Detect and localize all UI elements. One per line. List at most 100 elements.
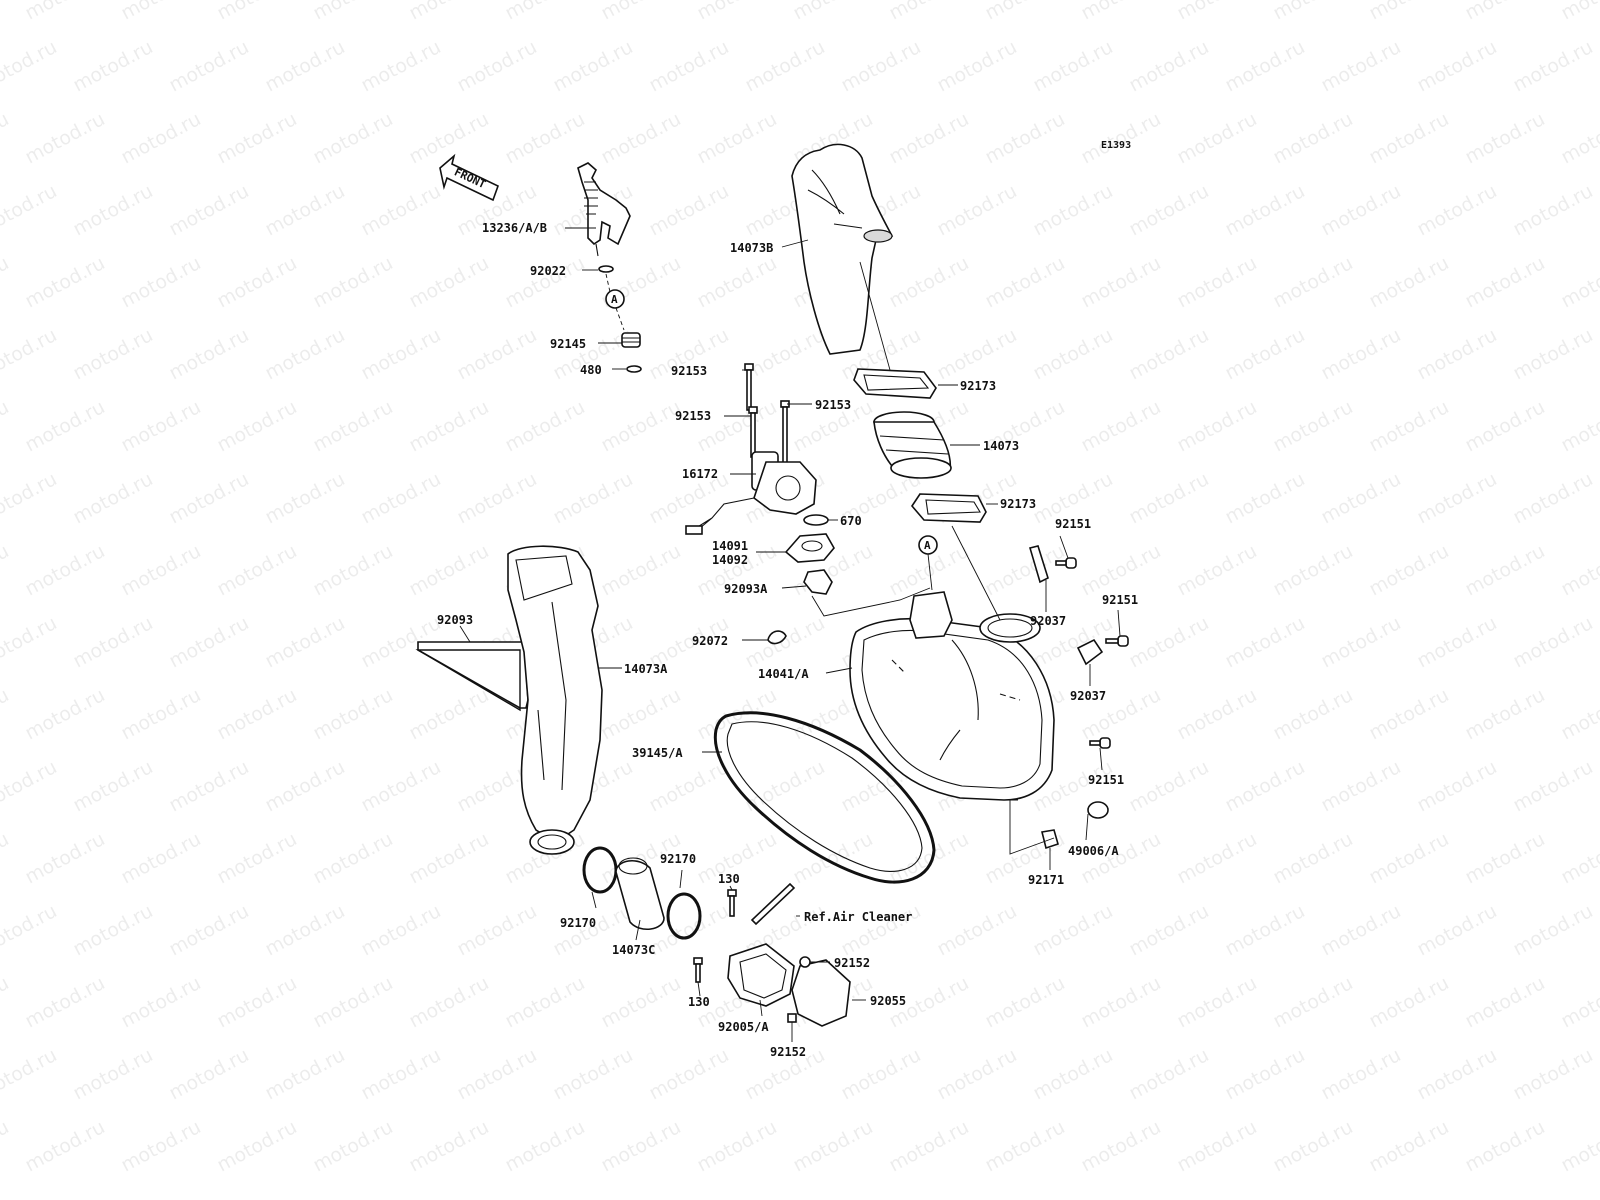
watermark-text: motod.ru — [1509, 36, 1596, 96]
watermark-text: motod.ru — [69, 324, 156, 384]
watermark-text: motod.ru — [1269, 1116, 1356, 1176]
watermark-text: motod.ru — [0, 756, 61, 816]
watermark-text: motod.ru — [1365, 0, 1452, 24]
watermark-text: motod.ru — [21, 108, 108, 168]
watermark-text: motod.ru — [1173, 540, 1260, 600]
watermark-text: motod.ru — [981, 0, 1068, 24]
watermark-text: motod.ru — [1461, 252, 1548, 312]
part-labels: 13236/A/B 92022 92145 480 14073B 92173 1… — [437, 221, 1138, 1059]
watermark-text: motod.ru — [1221, 468, 1308, 528]
label-92022: 92022 — [530, 264, 566, 278]
watermark-text: motod.ru — [885, 828, 972, 888]
watermark-text: motod.ru — [741, 36, 828, 96]
watermark-text: motod.ru — [693, 396, 780, 456]
watermark-text: motod.ru — [0, 468, 61, 528]
watermark-text: motod.ru — [693, 252, 780, 312]
label-670: 670 — [840, 514, 862, 528]
watermark-text: motod.ru — [933, 324, 1020, 384]
watermark-text: motod.ru — [1317, 612, 1404, 672]
watermark-text: motod.ru — [981, 972, 1068, 1032]
watermark-text: motod.ru — [453, 324, 540, 384]
label-92005: 92005/A — [718, 1020, 769, 1034]
label-92037-lower: 92037 — [1070, 689, 1106, 703]
label-14073b: 14073B — [730, 241, 773, 255]
watermark-text: motod.ru — [213, 828, 300, 888]
watermark-text: motod.ru — [1077, 108, 1164, 168]
watermark-text: motod.ru — [1557, 108, 1600, 168]
cap-49006-part — [1087, 801, 1109, 819]
watermark-text: motod.ru — [1365, 828, 1452, 888]
watermark-text: motod.ru — [261, 36, 348, 96]
watermark-text: motod.ru — [1557, 828, 1600, 888]
watermark-text: motod.ru — [1317, 900, 1404, 960]
watermark-text: motod.ru — [69, 36, 156, 96]
watermark-text: motod.ru — [885, 252, 972, 312]
watermark-text: motod.ru — [501, 972, 588, 1032]
watermark-text: motod.ru — [501, 396, 588, 456]
watermark-text: motod.ru — [1221, 1044, 1308, 1104]
watermark-text: motod.ru — [1269, 684, 1356, 744]
watermark-text: motod.ru — [1269, 828, 1356, 888]
watermark-text: motod.ru — [261, 180, 348, 240]
label-14073: 14073 — [983, 439, 1019, 453]
watermark-text: motod.ru — [1077, 252, 1164, 312]
watermark-text: motod.ru — [21, 252, 108, 312]
watermark-text: motod.ru — [0, 900, 61, 960]
watermark-text: motod.ru — [597, 396, 684, 456]
watermark-text: motod.ru — [1509, 900, 1596, 960]
watermark-text: motod.ru — [165, 900, 252, 960]
watermark-text: motod.ru — [741, 612, 828, 672]
watermark-text: motod.ru — [1557, 540, 1600, 600]
watermark-text: motod.ru — [1125, 36, 1212, 96]
watermark-text: motod.ru — [597, 540, 684, 600]
label-16172: 16172 — [682, 467, 718, 481]
watermark-text: motod.ru — [1173, 396, 1260, 456]
label-92072: 92072 — [692, 634, 728, 648]
watermark-text: motod.ru — [933, 180, 1020, 240]
watermark-text: motod.ru — [1557, 396, 1600, 456]
watermark-text: motod.ru — [261, 612, 348, 672]
bolt-92151-a-part — [1055, 557, 1077, 569]
watermark-text: motod.ru — [933, 900, 1020, 960]
watermark-text: motod.ru — [213, 0, 300, 24]
watermark-text: motod.ru — [0, 36, 61, 96]
watermark-text: motod.ru — [933, 36, 1020, 96]
watermark-text: motod.ru — [117, 0, 204, 24]
ref-marker-a-2: A — [924, 539, 931, 552]
watermark-text: motod.ru — [981, 1116, 1068, 1176]
watermark-text: motod.ru — [117, 684, 204, 744]
watermark-text: motod.ru — [357, 324, 444, 384]
label-92152-upper: 92152 — [834, 956, 870, 970]
watermark-text: motod.ru — [645, 180, 732, 240]
watermark-text: motod.ru — [21, 828, 108, 888]
label-49006: 49006/A — [1068, 844, 1119, 858]
watermark-text: motod.ru — [1461, 972, 1548, 1032]
watermark-text: motod.ru — [1413, 36, 1500, 96]
watermark-text: motod.ru — [885, 108, 972, 168]
watermark-text: motod.ru — [1365, 540, 1452, 600]
watermark-text: motod.ru — [309, 540, 396, 600]
watermark-text: motod.ru — [1317, 468, 1404, 528]
watermark-text: motod.ru — [357, 468, 444, 528]
watermark-text: motod.ru — [1125, 612, 1212, 672]
watermark-text: motod.ru — [0, 540, 13, 600]
watermark-text: motod.ru — [0, 972, 13, 1032]
watermark-text: motod.ru — [357, 1044, 444, 1104]
label-14073a: 14073A — [624, 662, 668, 676]
watermark-text: motod.ru — [1413, 468, 1500, 528]
watermark-text: motod.ru — [1221, 900, 1308, 960]
watermark-text: motod.ru — [261, 324, 348, 384]
watermark-text: motod.ru — [165, 468, 252, 528]
watermark-text: motod.ru — [597, 108, 684, 168]
clip-480-part — [626, 365, 642, 373]
label-14092: 14092 — [712, 553, 748, 567]
label-92093: 92093 — [437, 613, 473, 627]
watermark-text: motod.ru — [597, 972, 684, 1032]
watermark-text: motod.ru — [1221, 324, 1308, 384]
label-92173-upper: 92173 — [960, 379, 996, 393]
watermark-text: motod.ru — [1077, 1116, 1164, 1176]
bolt-92153-b-part — [748, 406, 758, 458]
watermark-text: motod.ru — [1077, 0, 1164, 24]
watermark-text: motod.ru — [405, 0, 492, 24]
